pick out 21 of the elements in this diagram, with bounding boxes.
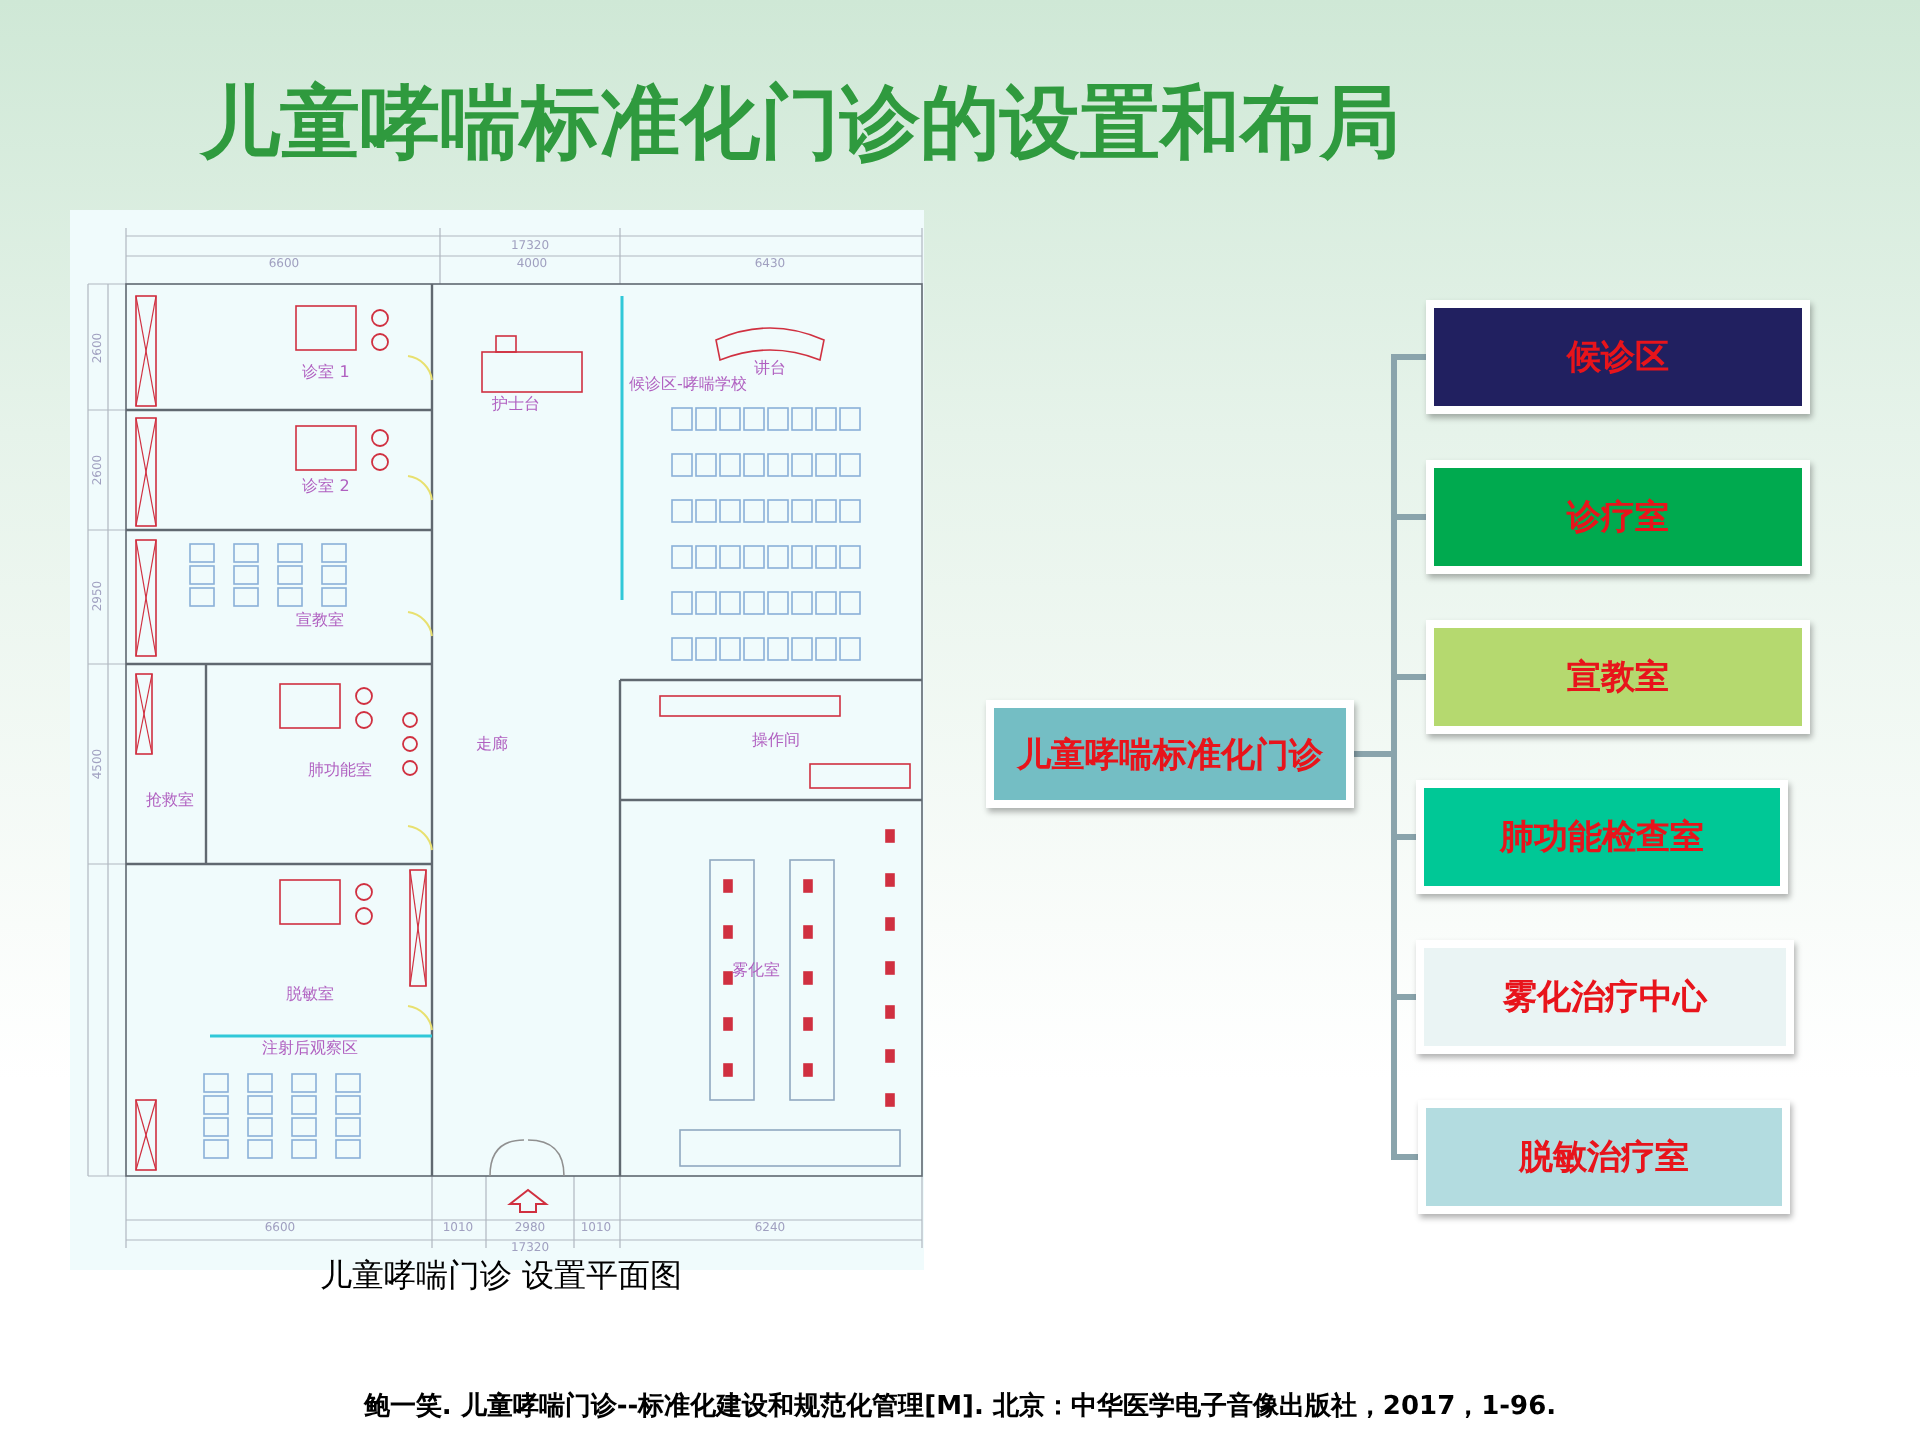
category-box: 诊疗室 bbox=[1426, 460, 1810, 574]
room-label: 候诊区-哮喘学校 bbox=[629, 373, 747, 395]
category-box: 宣教室 bbox=[1426, 620, 1810, 734]
room-label: 抢救室 bbox=[146, 789, 194, 811]
category-box: 肺功能检查室 bbox=[1416, 780, 1788, 894]
room-label: 雾化室 bbox=[732, 959, 780, 981]
room-label: 讲台 bbox=[754, 357, 786, 379]
plan-caption: 儿童哮喘门诊 设置平面图 bbox=[320, 1256, 683, 1298]
room-label: 操作间 bbox=[752, 729, 800, 751]
room-label: 护士台 bbox=[492, 393, 540, 415]
citation: 鲍一笑. 儿童哮喘门诊--标准化建设和规范化管理[M]. 北京：中华医学电子音像出版社，2017，1-96. bbox=[361, 1389, 1559, 1424]
category-box: 候诊区 bbox=[1426, 300, 1810, 414]
room-label: 诊室 1 bbox=[302, 361, 350, 383]
room-label: 注射后观察区 bbox=[262, 1037, 358, 1059]
room-label: 诊室 2 bbox=[302, 475, 350, 497]
room-label: 脱敏室 bbox=[286, 983, 334, 1005]
room-label: 走廊 bbox=[476, 733, 508, 755]
title: 儿童哮喘标准化门诊的设置和布局 bbox=[200, 76, 1400, 174]
root-box: 儿童哮喘标准化门诊 bbox=[986, 700, 1354, 808]
room-label: 宣教室 bbox=[296, 609, 344, 631]
room-label: 肺功能室 bbox=[308, 759, 372, 781]
